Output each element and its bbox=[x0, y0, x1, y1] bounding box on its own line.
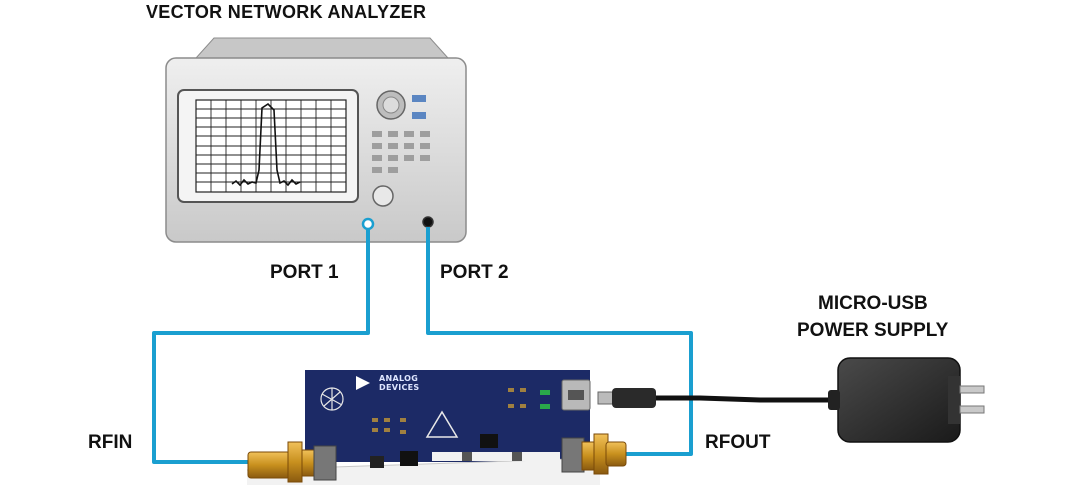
vna-title: VECTOR NETWORK ANALYZER bbox=[146, 2, 427, 22]
usb-cable bbox=[597, 388, 840, 408]
power-label-line2: POWER SUPPLY bbox=[797, 320, 949, 341]
port1-cable bbox=[152, 229, 370, 464]
adi-logo bbox=[356, 376, 370, 390]
board-logo-line1: ANALOG bbox=[379, 374, 419, 383]
rfout-sma-connector bbox=[561, 433, 627, 475]
board-logo-line2: DEVICES bbox=[379, 383, 420, 392]
vna-screen bbox=[195, 99, 347, 193]
vna-trace bbox=[231, 102, 301, 187]
vna-controls bbox=[372, 90, 430, 207]
power-adapter bbox=[828, 357, 985, 443]
warning-triangle-icon bbox=[425, 410, 459, 438]
rfout-label: RFOUT bbox=[705, 432, 771, 453]
rf-cables bbox=[152, 227, 693, 464]
board-components bbox=[372, 388, 550, 434]
rfin-label: RFIN bbox=[88, 432, 133, 453]
power-label-line1: MICRO-USB bbox=[818, 293, 928, 314]
vna-port2-connector bbox=[422, 216, 434, 228]
rf-trace bbox=[432, 452, 560, 461]
board-chip bbox=[400, 451, 418, 466]
port2-label: PORT 2 bbox=[440, 262, 509, 283]
board-mascot bbox=[320, 387, 344, 411]
vna-instrument bbox=[165, 37, 467, 243]
rfin-sma-connector bbox=[247, 441, 337, 483]
port1-label: PORT 1 bbox=[270, 262, 339, 283]
vna-port1-connector bbox=[361, 217, 375, 231]
port2-cable bbox=[426, 227, 693, 456]
vna-power-button bbox=[372, 185, 394, 207]
